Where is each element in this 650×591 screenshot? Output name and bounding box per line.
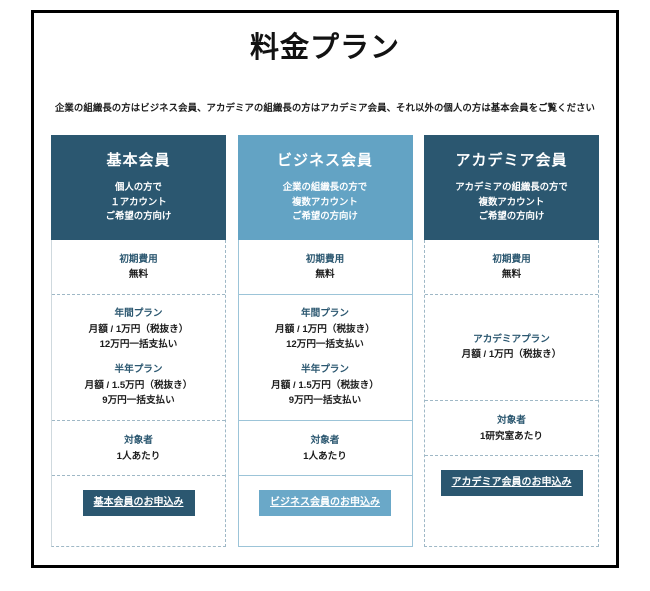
pricing-line: 9万円一括支払い — [102, 395, 175, 407]
pricing-group-halfyear-basic: 半年プラン 月額 / 1.5万円（税抜き） 9万円一括支払い — [56, 362, 221, 408]
apply-button-basic[interactable]: 基本会員のお申込み — [82, 490, 195, 517]
pricing-line: 月額 / 1.5万円（税抜き） — [84, 379, 193, 391]
pricing-group-label: 年間プラン — [301, 308, 349, 320]
plan-description-line: ご希望の方向け — [478, 210, 545, 222]
plan-name-business: ビジネス会員 — [276, 152, 373, 169]
plan-description-line: ご希望の方向け — [292, 210, 358, 222]
card-spacer — [425, 526, 598, 546]
audience-value: 1研究室あたり — [480, 430, 543, 442]
pricing-slide-frame: 料金プラン 企業の組織長の方はビジネス会員、アカデミアの組織長の方はアカデミア会… — [31, 10, 619, 568]
pricing-line: 12万円一括支払い — [286, 339, 364, 351]
plan-description-line: 個人の方で — [115, 181, 162, 192]
plan-body-academia: 初期費用 無料 アカデミアプラン 月額 / 1万円（税抜き） 対象者 1研究室あ… — [424, 239, 599, 548]
initial-fee-row-basic: 初期費用 無料 — [52, 240, 225, 296]
cta-row-academia: アカデミア会員のお申込み — [425, 456, 598, 526]
cta-row-basic: 基本会員のお申込み — [52, 476, 225, 546]
initial-fee-label: 初期費用 — [119, 253, 158, 265]
pricing-line: 9万円一括支払い — [288, 395, 362, 407]
pricing-row-basic: 年間プラン 月額 / 1万円（税抜き） 12万円一括支払い 半年プラン 月額 /… — [52, 295, 225, 422]
cta-row-business: ビジネス会員のお申込み — [239, 476, 412, 546]
initial-fee-row-business: 初期費用 無料 — [238, 240, 412, 296]
pricing-line: 月額 / 1.5万円（税抜き） — [271, 379, 379, 391]
pricing-row-business: 年間プラン 月額 / 1万円（税抜き） 12万円一括支払い 半年プラン 月額 /… — [238, 295, 412, 422]
initial-fee-row-academia: 初期費用 無料 — [425, 240, 598, 296]
initial-fee-value: 無料 — [315, 269, 335, 281]
audience-value: 1人あたり — [116, 450, 161, 462]
audience-label: 対象者 — [310, 435, 340, 447]
page-subtitle: 企業の組織長の方はビジネス会員、アカデミアの組織長の方はアカデミア会員、それ以外… — [54, 101, 596, 113]
plan-description-basic: 個人の方で １アカウント ご希望の方向け — [57, 180, 220, 224]
plan-card-business: ビジネス会員 企業の組織長の方で 複数アカウント ご希望の方向け 初期費用 無料… — [237, 135, 413, 548]
initial-fee-value: 無料 — [501, 269, 522, 281]
plan-description-line: ご希望の方向け — [105, 210, 172, 222]
audience-row-business: 対象者 1人あたり — [238, 421, 412, 477]
pricing-line: 12万円一括支払い — [99, 339, 178, 351]
plan-description-line: アカデミアの組織長の方で — [455, 181, 568, 192]
pricing-group-yearly-basic: 年間プラン 月額 / 1万円（税抜き） 12万円一括支払い — [56, 306, 221, 352]
initial-fee-value: 無料 — [128, 269, 149, 281]
audience-value: 1人あたり — [303, 450, 347, 462]
plan-description-line: 複数アカウント — [478, 195, 545, 207]
plan-header-basic: 基本会員 個人の方で １アカウント ご希望の方向け — [51, 135, 226, 240]
pricing-group-yearly-business: 年間プラン 月額 / 1万円（税抜き） 12万円一括支払い — [243, 306, 408, 352]
plan-card-academia: アカデミア会員 アカデミアの組織長の方で 複数アカウント ご希望の方向け 初期費… — [424, 135, 599, 548]
plan-body-basic: 初期費用 無料 年間プラン 月額 / 1万円（税抜き） 12万円一括支払い 半年… — [51, 239, 226, 548]
pricing-group-halfyear-business: 半年プラン 月額 / 1.5万円（税抜き） 9万円一括支払い — [243, 362, 408, 408]
plan-name-basic: 基本会員 — [106, 152, 171, 169]
plan-body-business: 初期費用 無料 年間プラン 月額 / 1万円（税抜き） 12万円一括支払い 半年… — [237, 239, 413, 548]
pricing-group-label: 年間プラン — [114, 308, 163, 320]
pricing-group-label: 半年プラン — [114, 364, 163, 376]
plan-card-basic: 基本会員 個人の方で １アカウント ご希望の方向け 初期費用 無料 年間プラン … — [51, 135, 226, 548]
page-title: 料金プラン — [249, 32, 400, 64]
initial-fee-label: 初期費用 — [492, 253, 531, 265]
apply-button-business[interactable]: ビジネス会員のお申込み — [259, 490, 391, 517]
plan-description-line: 企業の組織長の方で — [282, 181, 368, 192]
audience-row-basic: 対象者 1人あたり — [52, 421, 225, 477]
pricing-group-academia: アカデミアプラン 月額 / 1万円（税抜き） — [429, 332, 594, 363]
plan-description-business: 企業の組織長の方で 複数アカウント ご希望の方向け — [244, 180, 407, 224]
plan-header-business: ビジネス会員 企業の組織長の方で 複数アカウント ご希望の方向け — [237, 135, 413, 240]
pricing-row-academia: アカデミアプラン 月額 / 1万円（税抜き） — [425, 295, 598, 402]
plan-header-academia: アカデミア会員 アカデミアの組織長の方で 複数アカウント ご希望の方向け — [424, 135, 599, 240]
audience-label: 対象者 — [497, 415, 526, 427]
pricing-group-label: アカデミアプラン — [473, 334, 550, 346]
pricing-group-label: 半年プラン — [301, 364, 349, 376]
pricing-plan-columns: 基本会員 個人の方で １アカウント ご希望の方向け 初期費用 無料 年間プラン … — [34, 135, 616, 548]
plan-description-line: 複数アカウント — [292, 195, 358, 207]
initial-fee-label: 初期費用 — [305, 253, 345, 265]
audience-label: 対象者 — [124, 435, 153, 447]
pricing-line: 月額 / 1万円（税抜き） — [88, 323, 189, 335]
plan-name-academia: アカデミア会員 — [455, 152, 568, 169]
plan-description-line: １アカウント — [110, 195, 167, 207]
audience-row-academia: 対象者 1研究室あたり — [425, 401, 598, 457]
pricing-line: 月額 / 1万円（税抜き） — [275, 323, 375, 335]
plan-description-academia: アカデミアの組織長の方で 複数アカウント ご希望の方向け — [430, 180, 593, 224]
apply-button-academia[interactable]: アカデミア会員のお申込み — [440, 470, 583, 497]
pricing-line: 月額 / 1万円（税抜き） — [461, 349, 562, 361]
